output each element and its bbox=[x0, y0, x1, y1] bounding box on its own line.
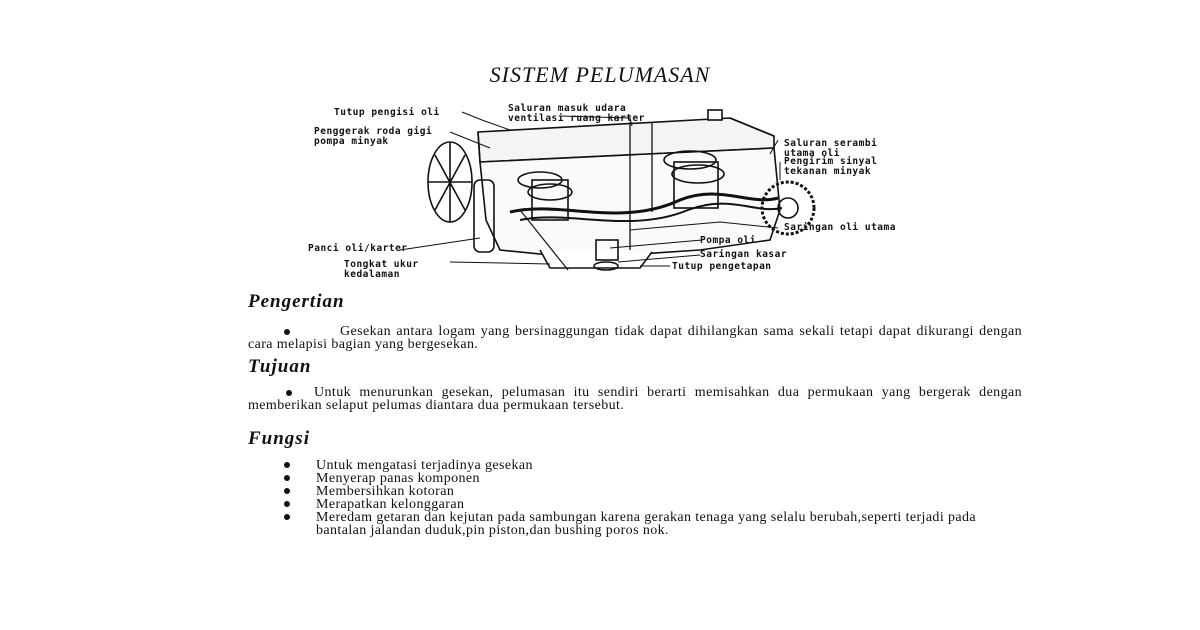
tujuan-text: Untuk menurunkan gesekan, pelumasan itu … bbox=[248, 385, 1022, 413]
heading-tujuan: Tujuan bbox=[248, 356, 312, 377]
label-pompa: Pompa oli bbox=[700, 235, 756, 246]
list-item: Merapatkan kelonggaran bbox=[284, 498, 1024, 512]
heading-pengertian: Pengertian bbox=[248, 291, 345, 312]
bullet-icon bbox=[286, 389, 292, 396]
bullet-icon bbox=[284, 328, 290, 335]
paragraph-pengertian: Gesekan antara logam yang bersinaggungan… bbox=[248, 324, 1022, 352]
label-saluran-masuk: Saluran masuk udara ventilasi ruang kart… bbox=[508, 103, 645, 124]
engine-diagram: Tutup pengisi oli Saluran masuk udara ve… bbox=[300, 100, 920, 280]
pengertian-text: Gesekan antara logam yang bersinaggungan… bbox=[248, 324, 1022, 352]
bullet-icon bbox=[284, 514, 290, 520]
fungsi-list: Untuk mengatasi terjadinya gesekan Menye… bbox=[284, 459, 1024, 538]
label-saluran-serambi: Saluran serambi utama oli bbox=[784, 138, 878, 159]
bullet-icon bbox=[284, 501, 290, 507]
list-item: Membersihkan kotoran bbox=[284, 485, 1024, 499]
engine-illustration bbox=[399, 109, 816, 271]
label-saringan-kasar: Saringan kasar bbox=[700, 249, 788, 260]
label-penggerak: Penggerak roda gigi pompa minyak bbox=[314, 126, 433, 147]
list-item: Untuk mengatasi terjadinya gesekan bbox=[284, 459, 1024, 473]
bullet-icon bbox=[284, 488, 290, 494]
label-tongkat: Tongkat ukur kedalaman bbox=[344, 259, 419, 280]
label-panci: Panci oli/karter bbox=[308, 243, 408, 254]
list-item: Menyerap panas komponen bbox=[284, 472, 1024, 486]
label-saringan-utama: Saringan oli utama bbox=[784, 222, 896, 233]
page-title: SISTEM PELUMASAN bbox=[489, 62, 711, 87]
list-item: Meredam getaran dan kejutan pada sambung… bbox=[284, 511, 996, 538]
heading-fungsi: Fungsi bbox=[248, 428, 310, 449]
label-pengirim: Pengirim sinyal tekanan minyak bbox=[784, 156, 878, 177]
bullet-icon bbox=[284, 462, 290, 468]
label-tutup-pengisi: Tutup pengisi oli bbox=[334, 107, 440, 118]
bullet-icon bbox=[284, 475, 290, 481]
label-tutup-pengetapan: Tutup pengetapan bbox=[672, 261, 772, 272]
paragraph-tujuan: Untuk menurunkan gesekan, pelumasan itu … bbox=[248, 385, 1022, 413]
